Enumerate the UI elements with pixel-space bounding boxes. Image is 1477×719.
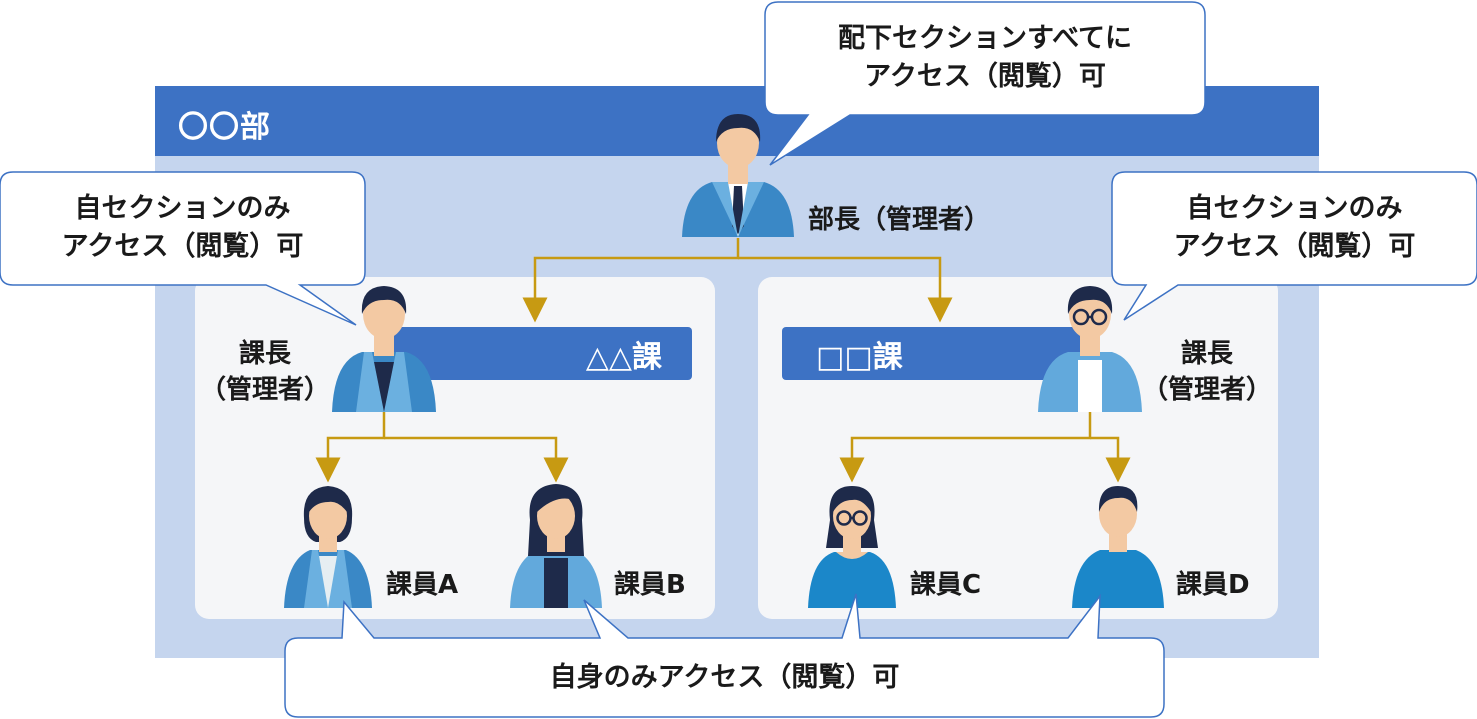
callout-staff <box>284 593 1165 718</box>
staff-d-label: 課員D <box>1176 570 1250 600</box>
callout-manager-left-text: 自セクションのみ アクセス（閲覧）可 <box>0 190 365 266</box>
section-right-title-bar: □□課 <box>782 327 1082 380</box>
callout-director <box>764 1 1206 166</box>
manager-right-avatar <box>1038 286 1142 412</box>
staff-a-avatar <box>284 486 372 608</box>
manager-left-label: 課長 （管理者） <box>200 336 330 408</box>
connector-left-to-a <box>315 412 386 483</box>
connectors <box>315 238 1131 483</box>
callout-manager-right-text: 自セクションのみ アクセス（閲覧）可 <box>1112 190 1477 266</box>
callout-staff-text: 自身のみアクセス（閲覧）可 <box>549 662 900 693</box>
section-left-title-bar: △△課 <box>385 327 692 380</box>
manager-right-label: 課長 （管理者） <box>1142 336 1272 408</box>
callout-manager-left-line1: 自セクションのみ <box>74 193 291 224</box>
callout-manager-left <box>0 171 366 326</box>
staff-b-avatar <box>510 484 602 608</box>
director-avatar <box>682 114 794 237</box>
connector-left-to-b <box>384 436 569 483</box>
callout-director-text: 配下セクションすべてに アクセス（閲覧）可 <box>765 20 1205 96</box>
staff-d-avatar <box>1072 486 1164 608</box>
manager-left-label-line1: 課長 <box>238 339 291 369</box>
section-right-title: □□課 <box>816 339 903 375</box>
callout-manager-right-line2: アクセス（閲覧）可 <box>1173 231 1416 262</box>
callout-manager-left-line2: アクセス（閲覧）可 <box>61 231 304 262</box>
director-label: 部長（管理者） <box>808 205 991 235</box>
glasses-icon <box>836 510 868 526</box>
connector-right-to-c <box>839 412 1092 483</box>
connector-right-to-d <box>1090 436 1131 483</box>
manager-right-label-line2: （管理者） <box>1142 375 1273 405</box>
staff-b-label: 課員B <box>614 570 686 600</box>
staff-c-label: 課員C <box>910 570 982 600</box>
callout-director-line2: アクセス（閲覧）可 <box>864 61 1106 92</box>
manager-left-avatar <box>332 286 436 412</box>
connector-director-to-right <box>738 256 953 323</box>
staff-a-label: 課員A <box>386 570 459 600</box>
department-title: 〇〇部 <box>178 110 271 145</box>
manager-left-label-line2: （管理者） <box>200 375 331 405</box>
section-left-title: △△課 <box>585 339 662 375</box>
manager-right-label-line1: 課長 <box>1180 339 1233 369</box>
staff-c-avatar <box>808 486 896 608</box>
callout-manager-right-line1: 自セクションのみ <box>1186 193 1403 224</box>
glasses-icon <box>1072 308 1108 326</box>
callout-manager-right <box>1111 171 1477 321</box>
callout-director-line1: 配下セクションすべてに <box>837 23 1133 54</box>
connector-director-to-left <box>522 238 740 323</box>
